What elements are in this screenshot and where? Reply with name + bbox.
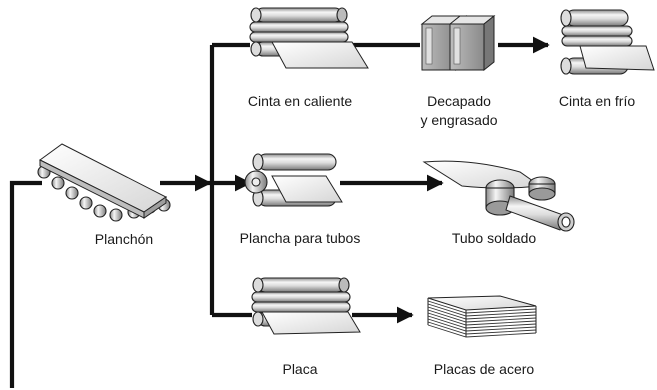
flow-lines (9, 36, 550, 388)
label-decapado-line2: y engrasado (420, 112, 497, 128)
roll-stand-hot-strip-icon (249, 7, 369, 69)
label-placa: Placa (282, 361, 317, 377)
label-tubo-soldado: Tubo soldado (452, 230, 537, 246)
roll-stand-plate-icon (251, 277, 361, 335)
label-placas-acero: Placas de acero (434, 361, 535, 377)
label-decapado-line1: Decapado (427, 93, 491, 109)
roll-stand-skelp-icon (244, 153, 343, 207)
pickling-tanks-icon (420, 14, 496, 72)
labels: Planchón Cinta en caliente Decapado y en… (95, 93, 636, 377)
label-planchon: Planchón (95, 231, 153, 247)
pipe-forming-rolls-icon (422, 160, 575, 232)
roll-stand-cold-strip-icon (560, 9, 655, 75)
label-cinta-frio: Cinta en frío (559, 93, 635, 109)
label-plancha-tubos: Plancha para tubos (240, 230, 361, 246)
input-flow-line (9, 180, 42, 388)
stack-of-plates-icon (427, 295, 537, 338)
slab-on-roller-table-icon (37, 143, 171, 222)
label-cinta-caliente: Cinta en caliente (248, 93, 353, 109)
